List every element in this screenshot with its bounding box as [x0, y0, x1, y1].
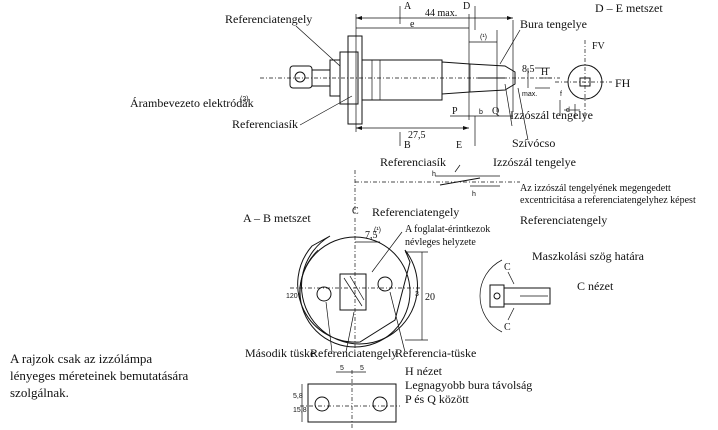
excentricitas-line2: excentricitása a referenciatengelyhez ké…: [520, 195, 696, 206]
note-line1: A rajzok csak az izzólámpa: [10, 351, 153, 366]
foglalat-line1: A foglalat-érintkezok: [405, 224, 490, 235]
masodik-tuske-label: Második tüske: [245, 346, 315, 360]
dim-27-5: 27,5: [408, 130, 426, 141]
excentricitas-line1: Az izzószál tengelyének megengedett: [520, 183, 671, 194]
marker-b-small: b: [479, 109, 483, 116]
dim-15-8: 15,8: [293, 407, 307, 414]
referenciasik-top-label: Referenciasík: [232, 117, 298, 131]
referenciatengely-top-label: Referenciatengely: [225, 12, 312, 26]
drawing-note: A rajzok csak az izzólámpa lényeges mére…: [10, 350, 240, 401]
lamp-side-view: [260, 6, 560, 146]
fv-label: FV: [592, 41, 606, 52]
marker-h: H: [541, 67, 548, 78]
bura-tengelye-label: Bura tengelye: [520, 17, 587, 31]
dim-7-5: 7,5: [365, 230, 378, 241]
marker-c-top: C: [352, 206, 359, 217]
marker-p: P: [452, 106, 458, 117]
ab-section-view: [290, 218, 428, 353]
marker-d-small: d: [566, 107, 570, 114]
marker-c-lower: C: [504, 322, 511, 333]
h-view: [300, 370, 400, 430]
marker-e: E: [456, 140, 462, 151]
h-nezet-label: H nézet: [405, 364, 443, 378]
dim-5b: 5: [360, 365, 364, 372]
de-metszet-label: D – E metszet: [595, 1, 663, 15]
dim-e: e: [410, 19, 415, 30]
fh-label: FH: [615, 76, 631, 90]
arambevezeto-label: Árambevezeto elektródák: [130, 96, 254, 110]
marker-q: Q: [492, 106, 500, 117]
ab-metszet-label: A – B metszet: [243, 211, 311, 225]
de-section-view: [555, 40, 612, 120]
dim-3: 3: [415, 291, 419, 298]
referenciatengely-bottom-label: Referenciatengely: [310, 346, 397, 360]
szivocso-label: Szívócso: [512, 136, 555, 150]
izzoszal-tengelye-top-label: Izzószál tengelye: [510, 108, 593, 122]
marker-h1: h: [432, 171, 436, 178]
referenciatengely-right-label: Referenciatengely: [520, 213, 607, 227]
foglalat-line2: névleges helyzete: [405, 237, 476, 248]
izzoszal-tengelye-mid-label: Izzószál tengelye: [493, 155, 576, 169]
c-nezet-label: C nézet: [577, 279, 614, 293]
dim-max: max.: [522, 91, 537, 98]
legnagyobb-line1: Legnagyobb bura távolság: [405, 378, 532, 392]
marker-h2: h: [472, 191, 476, 198]
note-line3: szolgálnak.: [10, 385, 69, 400]
referenciasik-mid-label: Referenciasík: [380, 155, 446, 169]
dim-note1-mid: (¹): [374, 227, 381, 234]
marker-b: B: [404, 140, 411, 151]
marker-f: f: [560, 91, 562, 98]
dim-120: 120°: [286, 292, 301, 300]
marker-a: A: [404, 1, 412, 12]
dim-8-5: 8,5: [522, 64, 535, 75]
referenciatengely-mid-label: Referenciatengely: [372, 205, 459, 219]
marker-d: D: [463, 1, 470, 12]
dim-44-max: 44 max.: [425, 8, 457, 19]
dim-20: 20: [425, 292, 435, 303]
referencia-tuske-label: Referencia-tüske: [395, 346, 476, 360]
dim-5a: 5: [340, 365, 344, 372]
marker-c-upper: C: [504, 262, 511, 273]
dim-5-8: 5,8: [293, 393, 303, 400]
c-view: [479, 259, 551, 333]
maszkolasi-label: Maszkolási szög határa: [532, 249, 645, 263]
dim-note1-top: (¹): [480, 34, 487, 41]
arambevezeto-sup: (2): [240, 96, 249, 103]
legnagyobb-line2: P és Q között: [405, 392, 470, 406]
eccentricity-sketch: [354, 164, 520, 215]
note-line2: lényeges méreteinek bemutatására: [10, 368, 189, 383]
